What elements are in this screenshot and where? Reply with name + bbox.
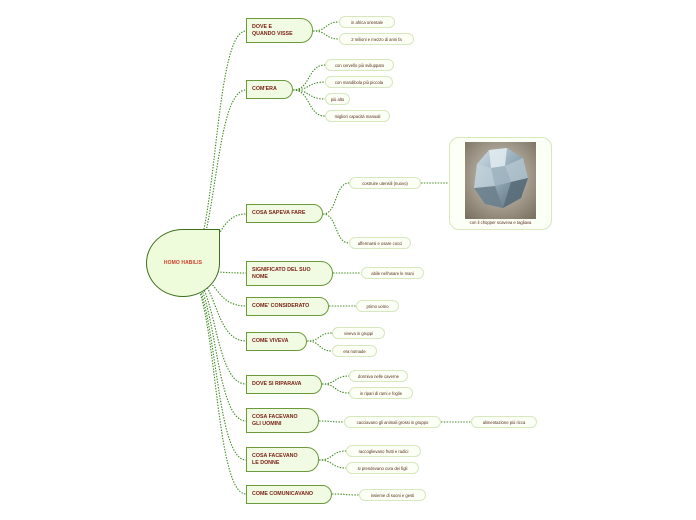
topic-come-viveva[interactable]: COME VIVEVA [246,332,307,351]
topic-come-considerato[interactable]: COME' CONSIDERATO [246,297,329,316]
root-to-topic-line [183,269,247,342]
topic-to-leaf-line [312,30,340,40]
leaf-node[interactable]: migliori capacità manuali [325,110,390,122]
topic-label: COM'ERA [252,86,277,93]
topic-to-leaf-line [312,21,340,32]
leaf-node[interactable]: insieme di suoni e gesti [359,489,426,501]
topic-to-leaf-line [306,340,333,352]
topic-label: COME' CONSIDERATO [252,303,310,310]
root-to-topic-line [183,269,247,461]
root-to-topic-line [183,213,247,271]
root-label: HOMO HABILIS [163,260,203,266]
leaf-node[interactable]: alimentazione più ricca [471,416,537,428]
topic-label: DOVE E QUANDO VISSE [252,23,293,37]
topic-cosa-facevano-donne[interactable]: COSA FACEVANO LE DONNE [246,447,319,472]
topic-label: COME VIVEVA [252,338,289,345]
topic-to-leaf-line [318,420,345,423]
leaf-node[interactable]: cacciavano gli animali grossi in gruppo [344,416,441,428]
topic-to-leaf-line [331,493,360,496]
topic-dove-quando[interactable]: DOVE E QUANDO VISSE [246,18,313,43]
leaf-node[interactable]: più alto [325,93,350,105]
leaf-node[interactable]: viveva in gruppi [332,327,385,339]
root-to-topic-line [183,269,247,422]
leaf-node[interactable]: raccoglievano frutti e radici [346,445,421,457]
topic-to-leaf-line [306,332,333,342]
leaf-node[interactable]: 2 milioni e mezzo di anni fa [339,33,414,45]
topic-significato-nome[interactable]: SIGNIFICATO DEL SUO NOME [246,261,333,286]
topic-label: SIGNIFICATO DEL SUO NOME [252,266,311,280]
leaf-node[interactable]: affermarsi e usare cocci [349,237,411,249]
topic-to-leaf-line [321,383,350,394]
topic-label: COSA FACEVANO LE DONNE [252,452,298,466]
topic-to-leaf-line [292,89,326,100]
leaf-node[interactable]: con mandibola più piccola [325,76,393,88]
topic-to-leaf-line [292,64,326,91]
topic-come-comunicavano[interactable]: COME COMUNICAVANO [246,485,332,504]
topic-dove-si-riparava[interactable]: DOVE SI RIPARAVA [246,375,322,394]
leaf-node[interactable]: si prendevano cura dei figli [346,462,419,474]
root-to-topic-line [183,269,247,495]
leaf-node[interactable]: in ripari di rami e foglie [349,387,413,399]
topic-to-leaf-line [318,450,347,461]
leaf-node[interactable]: abile nell'usare le mani [361,267,424,279]
image-caption: con il chopper scaveva e tagliava [469,220,532,225]
leaf-node[interactable]: era nomade [332,345,377,357]
topic-come-era[interactable]: COM'ERA [246,80,293,99]
topic-label: COSA FACEVANO GLI UOMINI [252,413,298,427]
leaf-node[interactable]: in africa orientale [339,16,395,28]
leaf-node[interactable]: con cervello più sviluppato [325,59,394,71]
topic-to-leaf-line [322,182,350,215]
root-node[interactable]: HOMO HABILIS [146,229,220,297]
leaf-node[interactable]: costruire utensili (nuovo) [349,177,421,189]
image-node[interactable]: con il chopper scaveva e tagliava [449,137,552,230]
topic-to-leaf-line [318,459,347,469]
leaf-node[interactable]: primo uomo [356,300,399,312]
topic-cosa-sapeva-fare[interactable]: COSA SAPEVA FARE [246,204,323,223]
chopper-stone-photo [465,142,536,219]
topic-label: DOVE SI RIPARAVA [252,381,302,388]
leaf-node[interactable]: dormiva nelle caverne [349,370,408,382]
topic-to-leaf-line [322,213,350,244]
topic-to-leaf-line [321,375,350,385]
topic-label: COSA SAPEVA FARE [252,210,306,217]
topic-to-leaf-line [292,89,326,117]
topic-label: COME COMUNICAVANO [252,491,314,498]
topic-cosa-facevano-uomini[interactable]: COSA FACEVANO GLI UOMINI [246,408,319,433]
topic-to-leaf-line [292,81,326,91]
